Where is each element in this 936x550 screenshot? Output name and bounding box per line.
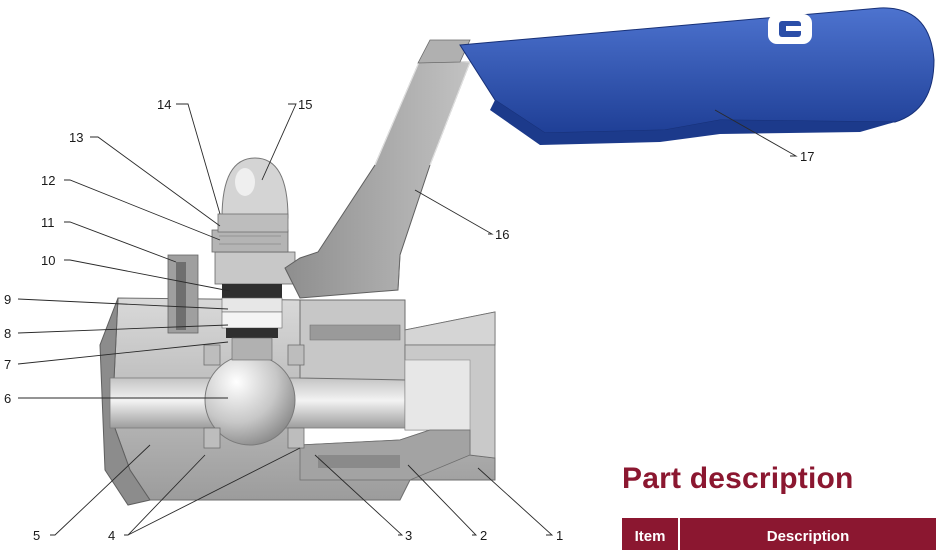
callout-16: 16 (495, 227, 509, 242)
callout-2: 2 (480, 528, 487, 543)
seat-ring-upper-right (287, 344, 305, 366)
callout-10: 10 (41, 253, 55, 268)
callout-9: 9 (4, 292, 11, 307)
stem-assembly (167, 157, 296, 361)
callout-17: 17 (800, 149, 814, 164)
valve-body (99, 297, 496, 506)
callout-11: 11 (41, 215, 55, 230)
callout-5: 5 (33, 528, 40, 543)
callout-3: 3 (405, 528, 412, 543)
seat-ring-lower-left (203, 427, 221, 449)
lever (284, 59, 471, 299)
callout-4: 4 (108, 528, 115, 543)
callout-1: 1 (556, 528, 563, 543)
table-header-description: Description (766, 528, 850, 545)
seat-ring-upper-left (203, 344, 221, 366)
leader-lines (17, 103, 798, 536)
handle-grip (459, 7, 935, 145)
callout-14: 14 (157, 97, 171, 112)
callout-15: 15 (298, 97, 312, 112)
callout-6: 6 (4, 391, 11, 406)
part-description-heading: Part description (622, 462, 854, 495)
parts-table-header: Item Description (622, 518, 936, 550)
seat-ring-lower-right (287, 427, 305, 449)
callout-7: 7 (4, 357, 11, 372)
callout-13: 13 (69, 130, 83, 145)
table-header-item: Item (622, 518, 680, 550)
callout-12: 12 (41, 173, 55, 188)
callout-8: 8 (4, 326, 11, 341)
